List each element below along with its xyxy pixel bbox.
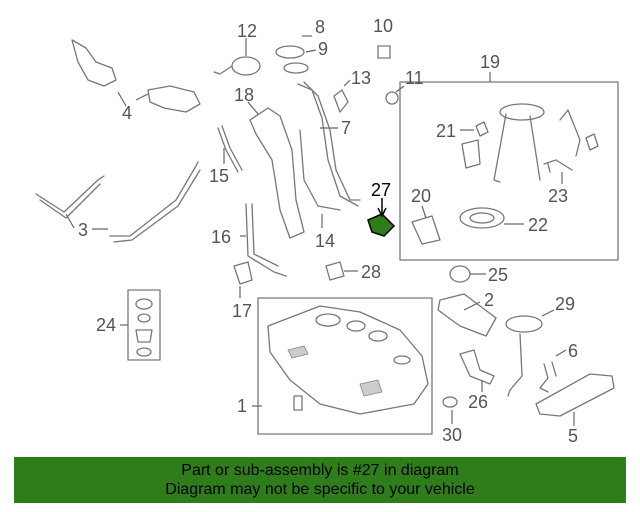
part-1-fuel-tank: [252, 305, 429, 415]
part-30-nut: [442, 396, 458, 424]
callout-28: 28: [361, 262, 381, 282]
callout-6: 6: [568, 341, 578, 361]
callout-15: 15: [209, 166, 229, 186]
callout-12: 12: [237, 21, 257, 41]
part-16-bracket: [240, 203, 287, 277]
exploded-parts-diagram: 12 8 9 10 19 13 11 4 18 7 21 15 27 20 23…: [35, 16, 619, 446]
part-19-fuel-pump-assembly: [411, 72, 599, 245]
callout-11: 11: [405, 68, 424, 88]
callout-13: 13: [351, 68, 371, 88]
callout-4: 4: [122, 103, 132, 123]
part-26-valve: [459, 349, 495, 392]
callout-8: 8: [315, 17, 325, 37]
fuel-pump-assembly-box: [399, 81, 619, 261]
part-2-cover: [437, 293, 497, 337]
part-3-tank-straps: [35, 161, 201, 243]
callout-7: 7: [341, 118, 351, 138]
part-5-heat-shield: [535, 373, 615, 426]
callout-19: 19: [480, 52, 500, 72]
part-12-fuel-cap: [213, 38, 261, 76]
callout-23: 23: [548, 186, 568, 206]
callout-30: 30: [442, 425, 462, 445]
callout-10: 10: [373, 16, 393, 36]
fuel-tank-box: [257, 297, 433, 435]
callout-26: 26: [468, 392, 488, 412]
part-14-vent-hose: [299, 129, 341, 228]
callout-27-highlighted: 27: [371, 180, 391, 200]
part-29-ring: [505, 309, 555, 397]
part-13-bracket: [333, 79, 351, 113]
part-8-9-gaskets: [275, 35, 317, 74]
part-24-components: [120, 298, 153, 357]
callout-9: 9: [318, 39, 328, 59]
part-28-sensor: [325, 261, 358, 281]
part-7-filler-pipe: [297, 81, 361, 207]
callout-5: 5: [568, 426, 578, 446]
callout-17: 17: [232, 301, 252, 321]
callout-29: 29: [555, 294, 575, 314]
part-info-banner: Part or sub-assembly is #27 in diagram D…: [14, 457, 626, 503]
banner-line-2: Diagram may not be specific to your vehi…: [165, 481, 475, 498]
part-6-bracket: [539, 349, 567, 393]
banner-line-1: Part or sub-assembly is #27 in diagram: [181, 462, 459, 479]
callout-24: 24: [96, 315, 116, 335]
callout-25: 25: [488, 265, 508, 285]
callout-16: 16: [211, 227, 231, 247]
callout-21: 21: [436, 121, 456, 141]
part-27-highlighted: [367, 198, 396, 237]
callout-18: 18: [234, 85, 254, 105]
callout-14: 14: [315, 231, 335, 251]
part-25-valve: [449, 265, 486, 283]
part-17-clip: [233, 261, 253, 298]
part-11-grommet: [385, 85, 405, 105]
callout-1: 1: [237, 396, 247, 416]
part-15-tube: [217, 125, 243, 173]
part-10-clip: [377, 45, 391, 59]
part-4-heat-shield: [71, 39, 201, 113]
part-18-filler-neck: [247, 101, 305, 239]
callout-20: 20: [411, 186, 431, 206]
callout-3: 3: [78, 220, 88, 240]
callout-2: 2: [484, 290, 494, 310]
callout-22: 22: [528, 215, 548, 235]
